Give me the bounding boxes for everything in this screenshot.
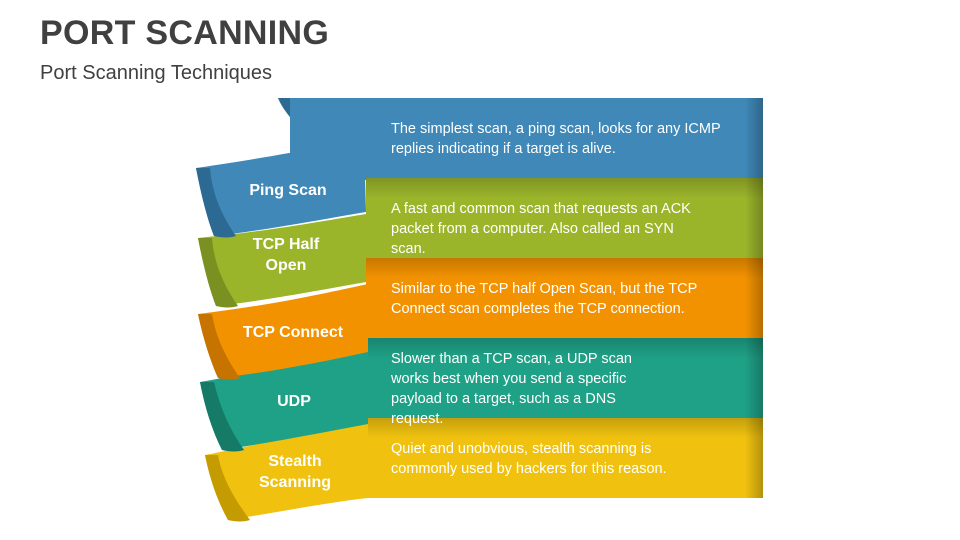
tab-udp bbox=[200, 348, 368, 452]
tab-tcp-half-open bbox=[198, 214, 366, 308]
page-title: PORT SCANNING bbox=[40, 14, 330, 52]
band-tcp-half-open bbox=[366, 178, 763, 260]
band-tcp-connect bbox=[366, 258, 763, 340]
tab-ping-scan bbox=[196, 140, 366, 238]
description-udp: Slower than a TCP scan, a UDP scan works… bbox=[391, 351, 632, 427]
description-ping-scan: The simplest scan, a ping scan, looks fo… bbox=[391, 121, 721, 157]
description-tcp-connect: Similar to the TCP half Open Scan, but t… bbox=[391, 281, 698, 317]
band-ping-scan bbox=[290, 98, 763, 180]
tab-label-udp: UDP bbox=[277, 393, 311, 410]
tab-label-tcp-half-open: TCP Half Open bbox=[252, 236, 320, 274]
page-subtitle: Port Scanning Techniques bbox=[40, 62, 273, 84]
tab-label-ping-scan: Ping Scan bbox=[249, 182, 327, 199]
tab-tcp-connect bbox=[198, 284, 368, 380]
band-stealth-scanning bbox=[366, 418, 763, 498]
tab-label-tcp-connect: TCP Connect bbox=[242, 324, 344, 341]
tab-label-stealth-scanning: Stealth Scanning bbox=[258, 453, 331, 491]
description-stealth-scanning: Quiet and unobvious, stealth scanning is… bbox=[391, 441, 667, 477]
description-tcp-half-open: A fast and common scan that requests an … bbox=[391, 201, 691, 257]
band-udp bbox=[366, 338, 763, 420]
tab-stealth-scanning bbox=[205, 420, 368, 522]
